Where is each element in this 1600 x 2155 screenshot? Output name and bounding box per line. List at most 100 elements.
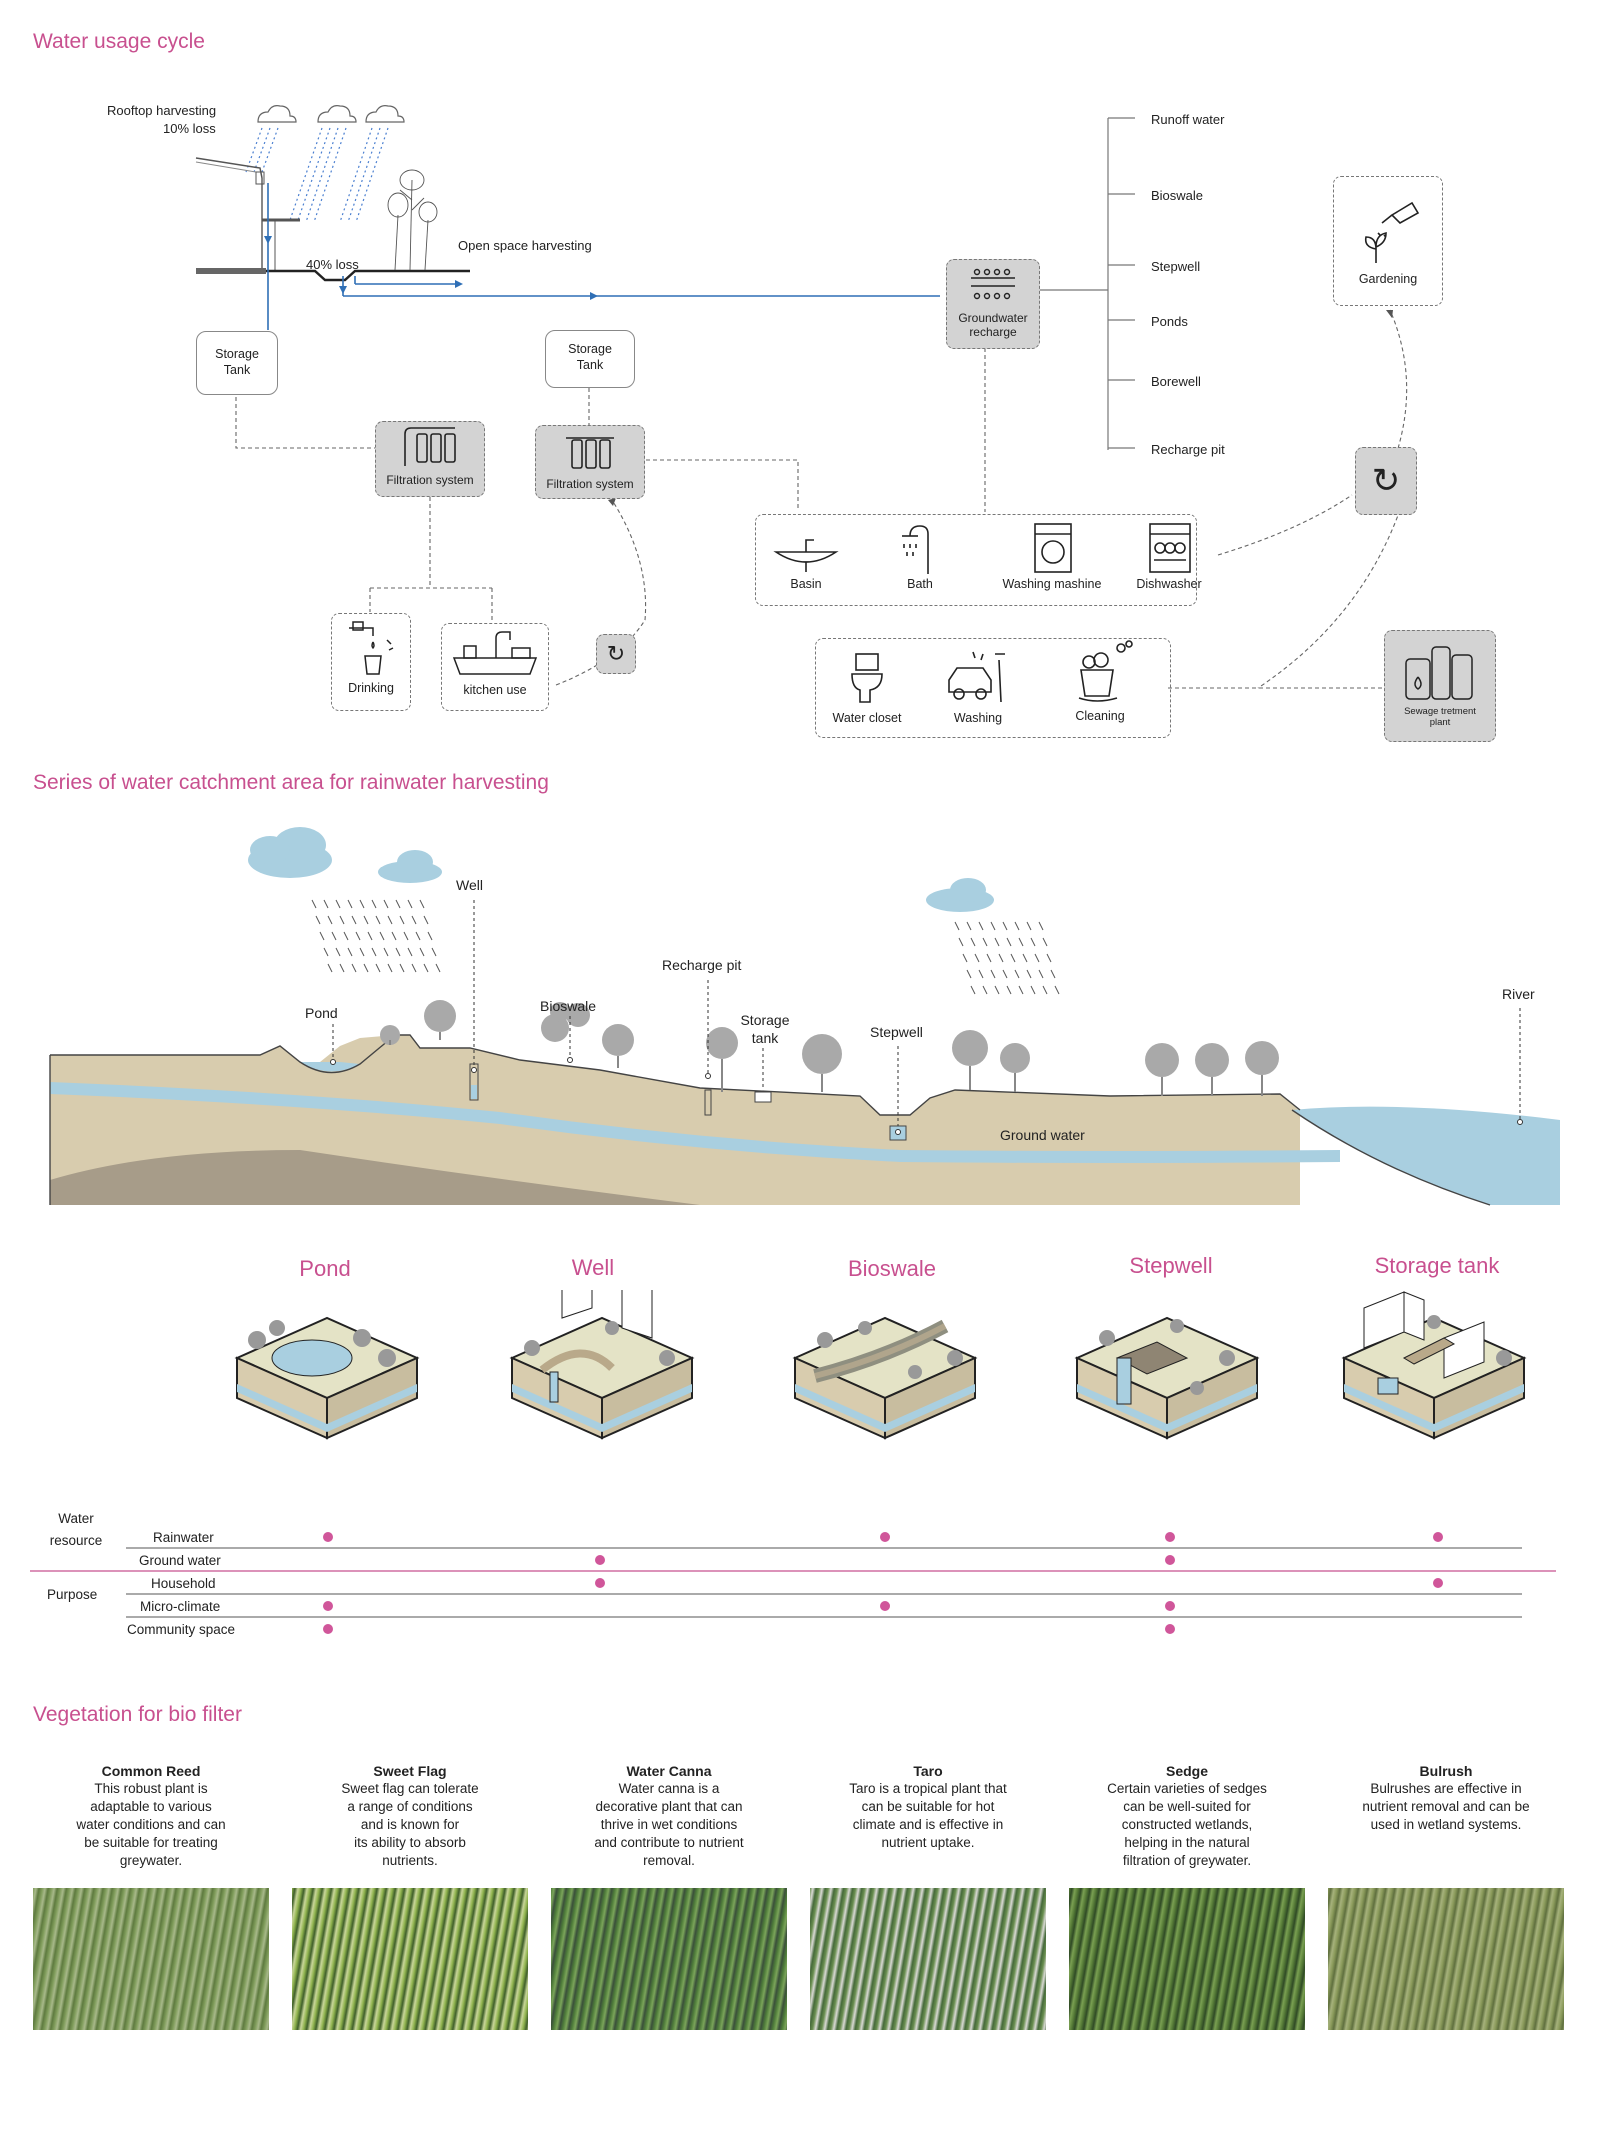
vegetation-photo: [33, 1888, 269, 2030]
vegetation-description-line: climate and is effective in: [852, 1817, 1004, 1832]
catch-recharge-pit-label: Recharge pit: [662, 957, 742, 973]
vegetation-name: Sweet Flag: [373, 1763, 447, 1779]
washing-machine-label: Washing mashine: [1002, 577, 1102, 591]
catchment-section: [49, 827, 1560, 1206]
vegetation-description-line: thrive in wet conditions: [600, 1817, 738, 1832]
matrix-dot: [595, 1555, 605, 1565]
vegetation-description-line: helping in the natural: [1124, 1835, 1250, 1850]
groundwater-recharge: Groundwater recharge: [946, 259, 1040, 349]
vegetation-description-line: constructed wetlands,: [1121, 1817, 1253, 1832]
water-cycle-diagram: [195, 105, 1408, 689]
matrix-dot: [1165, 1532, 1175, 1542]
type-title-storage-tank: Storage tank: [1374, 1253, 1500, 1278]
vegetation-name: Common Reed: [101, 1763, 201, 1779]
matrix-group-purpose: Purpose: [47, 1587, 98, 1602]
washing-machine-item: Washing mashine: [992, 522, 1112, 591]
matrix-dot: [595, 1578, 605, 1588]
catch-pond-label: Pond: [305, 1005, 338, 1021]
catch-storage-l1: Storage: [740, 1012, 790, 1028]
matrix-row-label: Ground water: [139, 1553, 221, 1568]
branch-borewell: Borewell: [1151, 374, 1201, 389]
washing-machine-icon: [1034, 523, 1072, 573]
vegetation-description-line: Certain varieties of sedges: [1107, 1781, 1267, 1796]
branch-bioswale: Bioswale: [1151, 188, 1204, 203]
water-closet-label: Water closet: [832, 711, 902, 725]
drinking-label: Drinking: [348, 681, 394, 695]
sewage-treatment-plant: Sewage tretment plant: [1384, 630, 1496, 742]
treatment-plant-icon: [1405, 646, 1473, 700]
vegetation-name: Sedge: [1165, 1763, 1208, 1779]
vegetation-description-line: its ability to absorb: [354, 1835, 466, 1850]
bath-item: Bath: [890, 522, 950, 591]
vegetation-description-line: filtration of greywater.: [1122, 1853, 1252, 1868]
matrix-dot: [1165, 1555, 1175, 1565]
type-title-stepwell: Stepwell: [1129, 1253, 1213, 1278]
sewage-label-2: plant: [1429, 717, 1451, 728]
vegetation-description-line: nutrients.: [382, 1853, 438, 1868]
vegetation-description-line: and contribute to nutrient: [594, 1835, 744, 1850]
dishwasher-label: Dishwasher: [1136, 577, 1202, 591]
cloud-icon: [257, 105, 405, 123]
matrix-row-label: Household: [151, 1576, 216, 1591]
gardening-label: Gardening: [1358, 272, 1418, 286]
storage-tank-1-line1: Storage: [215, 347, 259, 361]
dishwasher-item: Dishwasher: [1124, 522, 1214, 591]
basin-icon: [773, 539, 839, 572]
gardening-box: Gardening: [1333, 176, 1443, 306]
type-title-pond: Pond: [299, 1256, 351, 1281]
vegetation-name: Bulrush: [1419, 1763, 1473, 1779]
storage-tank-2: Storage Tank: [545, 330, 635, 388]
water-recycle-icon: ↻: [1355, 447, 1417, 515]
shower-icon: [902, 525, 929, 574]
matrix-lines: [30, 1532, 1556, 1634]
vegetation-photo: [1069, 1888, 1305, 2030]
catch-river-label: River: [1502, 986, 1535, 1002]
rooftop-label: Rooftop harvesting: [107, 103, 217, 118]
catch-well-label: Well: [456, 877, 483, 893]
kitchen-sink-icon: [452, 631, 538, 675]
vegetation-description-line: removal.: [643, 1853, 695, 1868]
branch-runoff: Runoff water: [1151, 112, 1225, 127]
section-title-vegetation: Vegetation for bio filter: [33, 1703, 242, 1726]
vegetation-description-line: adaptable to various: [90, 1799, 212, 1814]
vegetation-photo: [810, 1888, 1046, 2030]
drinking-box: Drinking: [331, 613, 411, 711]
vegetation-photo: [1328, 1888, 1564, 2030]
catch-ground-water-label: Ground water: [1000, 1127, 1085, 1143]
tap-icon: [349, 621, 394, 675]
matrix-dot: [323, 1601, 333, 1611]
dishwasher-icon: [1149, 523, 1191, 573]
matrix-group-water-l1: Water: [58, 1511, 94, 1526]
branch-ponds: Ponds: [1151, 314, 1188, 329]
cleaning-label: Cleaning: [1075, 709, 1125, 723]
storage-tank-1: Storage Tank: [196, 331, 278, 395]
sewage-label-1: Sewage tretment: [1404, 706, 1476, 717]
basin-label: Basin: [790, 577, 822, 591]
kitchen-label: kitchen use: [463, 683, 527, 697]
rooftop-loss-label: 10% loss: [163, 121, 216, 136]
matrix-dot: [1165, 1601, 1175, 1611]
branch-stepwell: Stepwell: [1151, 259, 1201, 274]
type-title-well: Well: [571, 1255, 615, 1280]
vegetation-photo: [551, 1888, 787, 2030]
kitchen-box: kitchen use: [441, 623, 549, 711]
rain-drops-icon: [971, 268, 1015, 300]
open-loss-label: 40% loss: [306, 257, 359, 272]
matrix-dot: [1165, 1624, 1175, 1634]
vegetation-description-line: and is known for: [360, 1817, 460, 1832]
vegetation-description-line: can be suitable for hot: [861, 1799, 995, 1814]
vegetation-description-line: nutrient uptake.: [881, 1835, 975, 1850]
vegetation-description-line: Bulrushes are effective in: [1370, 1781, 1522, 1796]
storage-tank-1-line2: Tank: [223, 363, 251, 377]
recycle-icon-small: ↻: [596, 634, 636, 674]
storage-tank-2-line2: Tank: [576, 358, 604, 372]
water-closet-item: Water closet: [822, 650, 912, 725]
catch-bioswale-label: Bioswale: [540, 998, 597, 1014]
vegetation-name: Water Canna: [626, 1763, 712, 1779]
open-space-label: Open space harvesting: [458, 238, 592, 253]
